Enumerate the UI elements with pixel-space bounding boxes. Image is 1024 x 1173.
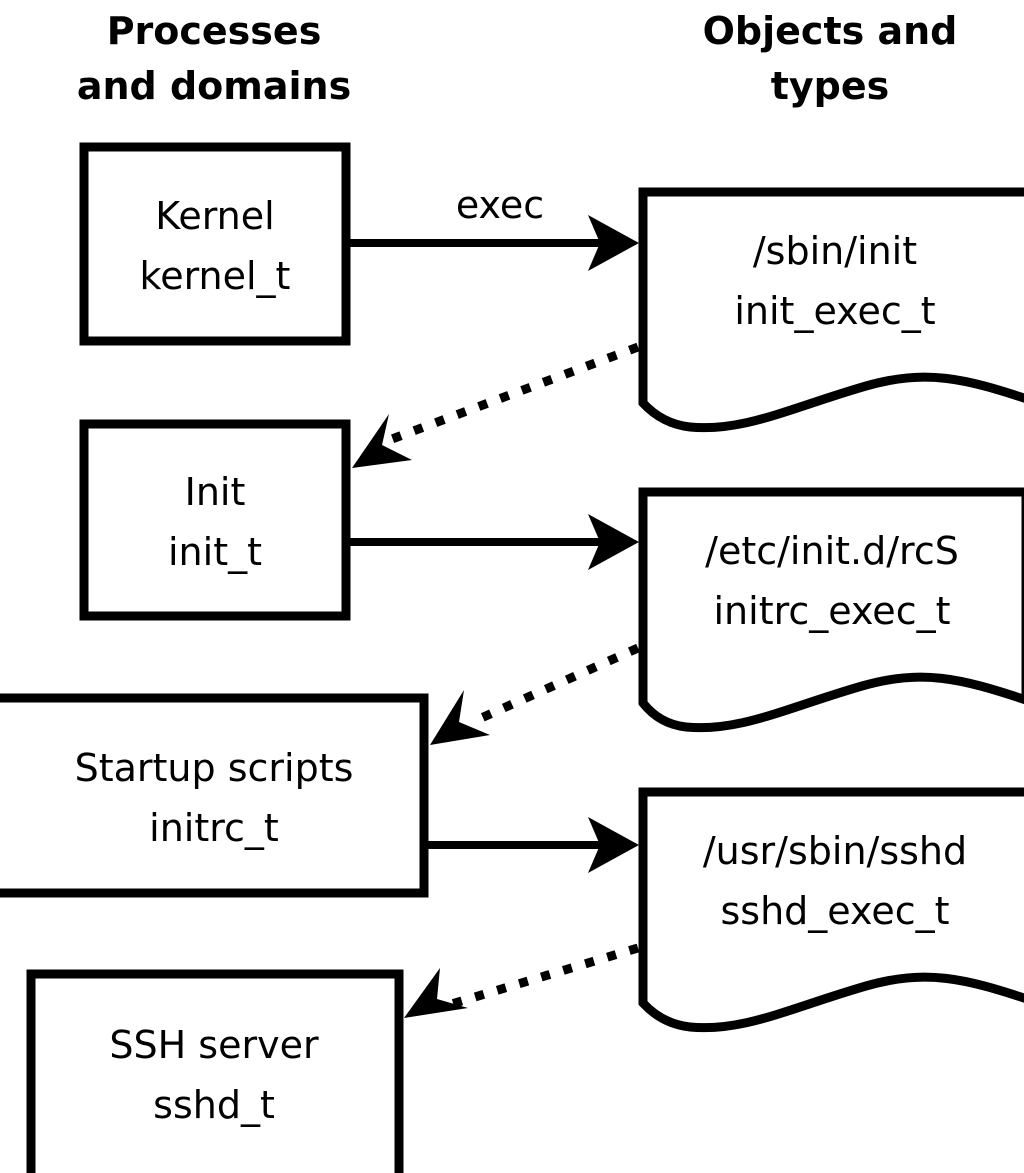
edge-kernel-to-init-exec: exec xyxy=(350,183,639,271)
edge-initrc-to-sshd-exec-arrowhead xyxy=(588,817,639,873)
node-kernel-line1: Kernel xyxy=(155,194,274,238)
node-initrc-line1: Startup scripts xyxy=(75,746,354,790)
edge-init-to-initrc-exec-arrowhead xyxy=(588,514,639,570)
edge-initrc-exec-to-initrc-arrowhead xyxy=(430,690,490,745)
node-init-exec-document[interactable] xyxy=(638,187,1024,433)
node-init-line1: Init xyxy=(185,470,246,514)
right-column-header: Objects and types xyxy=(703,9,958,108)
node-initrc-line2: initrc_t xyxy=(149,806,279,850)
edge-initrc-to-sshd-exec xyxy=(428,817,639,873)
node-sshd-line2: sshd_t xyxy=(153,1083,275,1127)
node-initrc-exec-document[interactable] xyxy=(638,487,1024,733)
node-init-exec-line2: init_exec_t xyxy=(734,289,935,333)
edge-init-to-initrc-exec xyxy=(350,514,639,570)
edge-initrc-exec-to-initrc xyxy=(430,643,640,745)
node-initrc-exec-line2: initrc_exec_t xyxy=(714,589,951,633)
right-column-header-line1: Objects and xyxy=(703,9,958,53)
right-column-header-line2: types xyxy=(771,64,890,108)
node-init-line2: init_t xyxy=(168,530,262,574)
node-initrc-exec-line1: /etc/init.d/rcS xyxy=(705,529,959,573)
node-init[interactable]: Init init_t xyxy=(79,419,351,621)
node-sshd[interactable]: SSH server sshd_t xyxy=(26,969,404,1173)
node-kernel-box[interactable] xyxy=(79,142,351,346)
edge-sshd-exec-to-sshd-arrowhead xyxy=(404,968,468,1018)
node-kernel-line2: kernel_t xyxy=(140,254,291,298)
edge-init-exec-to-init-line xyxy=(390,342,640,444)
node-sshd-exec-line1: /usr/sbin/sshd xyxy=(703,829,967,873)
node-kernel[interactable]: Kernel kernel_t xyxy=(79,142,351,346)
node-sshd-exec-line2: sshd_exec_t xyxy=(720,889,949,933)
edge-init-exec-to-init xyxy=(352,342,640,468)
node-sshd-exec[interactable]: /usr/sbin/sshd sshd_exec_t xyxy=(638,787,1024,1033)
node-init-exec[interactable]: /sbin/init init_exec_t xyxy=(638,187,1024,433)
left-column-header-line2: and domains xyxy=(77,64,351,108)
node-init-exec-line1: /sbin/init xyxy=(753,229,917,273)
left-column-header-line1: Processes xyxy=(107,9,322,53)
edge-sshd-exec-to-sshd xyxy=(404,943,640,1018)
node-sshd-exec-document[interactable] xyxy=(638,787,1024,1033)
left-column-header: Processes and domains xyxy=(77,9,351,108)
node-initrc[interactable]: Startup scripts initrc_t xyxy=(0,693,429,898)
edge-kernel-to-init-exec-arrowhead xyxy=(588,215,639,271)
edge-sshd-exec-to-sshd-line xyxy=(443,943,640,1011)
node-initrc-box[interactable] xyxy=(0,693,429,898)
edge-initrc-exec-to-initrc-line xyxy=(468,643,640,728)
edge-label-exec: exec xyxy=(456,183,544,227)
node-sshd-line1: SSH server xyxy=(109,1023,319,1067)
node-init-box[interactable] xyxy=(79,419,351,621)
edge-init-exec-to-init-arrowhead xyxy=(352,414,412,468)
node-initrc-exec[interactable]: /etc/init.d/rcS initrc_exec_t xyxy=(638,487,1024,733)
node-sshd-box[interactable] xyxy=(26,969,404,1173)
